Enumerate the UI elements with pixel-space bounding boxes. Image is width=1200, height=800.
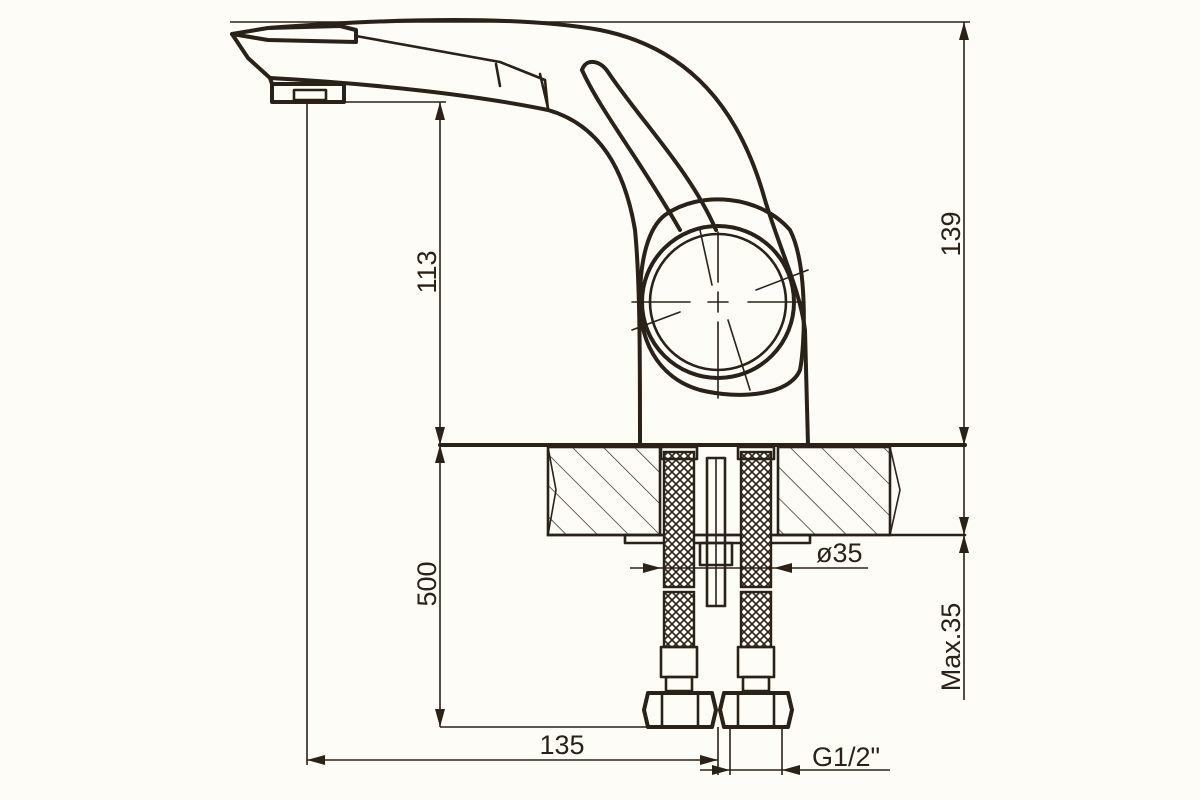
dim-mount-hole: ø35: [816, 538, 863, 568]
hose-right-lower: [739, 590, 773, 649]
spout-seam-2: [494, 62, 550, 110]
aerator: [270, 82, 346, 104]
centre-mark: [631, 229, 809, 399]
aerator-inner: [292, 88, 328, 102]
dim-thread: G1/2": [812, 742, 880, 772]
countertop-hatch-right: [776, 445, 892, 537]
spout-seam: [354, 34, 550, 112]
faucet-body: [230, 18, 967, 447]
spout-tip: [230, 24, 358, 44]
hose-right-upper: [739, 450, 773, 589]
spout-upper-outline: [266, 18, 810, 447]
hex-nut-right: [718, 691, 794, 729]
spout-lower-outline: [268, 76, 642, 447]
hose-left-upper: [662, 450, 696, 589]
spout-nose: [230, 32, 272, 80]
dim-reach: 135: [539, 730, 584, 760]
dim-hose-length: 500: [412, 561, 442, 606]
handle-lever: [580, 60, 718, 232]
dim-total-height: 139: [936, 211, 966, 256]
cartridge-housing: [638, 197, 806, 397]
dim-spout-height: 113: [412, 250, 442, 293]
dimension-lines: [230, 21, 970, 775]
hex-nut-left: [642, 691, 718, 729]
countertop-hatch-left: [546, 445, 662, 537]
hose-left-lower: [662, 590, 696, 649]
handle-lever-lower: [580, 68, 682, 232]
aerator-link: [268, 76, 274, 86]
dim-max-thickness: Max.35: [936, 603, 966, 692]
supply-hoses: [642, 445, 794, 729]
